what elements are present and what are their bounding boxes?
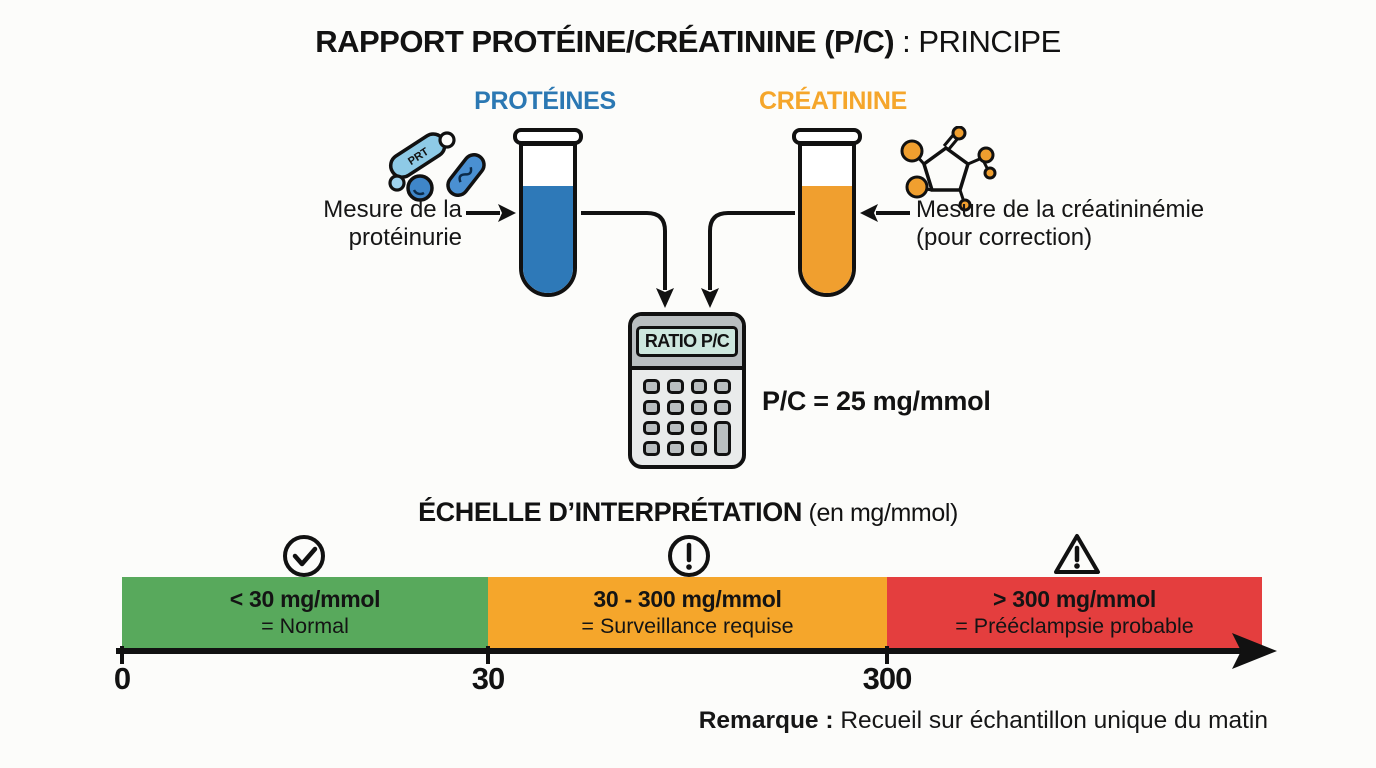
- connector-protein-to-calculator: [581, 211, 667, 290]
- creatinine-liquid: [802, 186, 852, 293]
- dark-capsule-icon: [446, 153, 486, 197]
- page-title-main: RAPPORT PROTÉINE/CRÉATININE (P/C): [315, 24, 895, 59]
- check-circle-icon: [283, 535, 325, 577]
- scale-heading-bold: ÉCHELLE D’INTERPRÉTATION: [418, 497, 802, 527]
- zone-surveillance-meaning: = Surveillance requise: [581, 613, 794, 638]
- creatinine-tube-cap: [792, 128, 862, 145]
- calculator-button-tall: [714, 420, 731, 456]
- zone-preeclampsia-range: > 300 mg/mmol: [993, 585, 1156, 612]
- protein-globule-icon: [406, 174, 434, 202]
- protein-liquid: [523, 186, 573, 293]
- zone-normal-meaning: = Normal: [261, 613, 349, 638]
- creatinine-label: CRÉATININE: [759, 87, 907, 115]
- calculator-button: [666, 441, 684, 456]
- scale-heading-unit: (en mg/mmol): [801, 499, 959, 527]
- calculator-button: [643, 379, 660, 394]
- creatininemia-annotation-line1: Mesure de la créatininémie: [916, 196, 1205, 223]
- creatininemia-annotation: Mesure de la créatininémie (pour correct…: [916, 196, 1226, 252]
- protein-tube: [519, 142, 577, 297]
- zone-surveillance-range: 30 - 300 mg/mmol: [593, 585, 782, 612]
- creatininemia-annotation-line2: (pour correction): [916, 224, 1093, 251]
- page-title-suffix: : PRINCIPE: [894, 24, 1061, 59]
- calculator-button: [666, 399, 684, 415]
- warning-triangle-icon: [1054, 534, 1100, 574]
- remark: Remarque : Recueil sur échantillon uniqu…: [699, 707, 1268, 735]
- molecule-icon: [900, 126, 997, 212]
- calculator-display-panel: RATIO P/C: [632, 316, 742, 370]
- calculator-button: [643, 399, 660, 415]
- protein-capsules-icon: PRT: [388, 131, 486, 202]
- small-bubble-icon: [438, 131, 456, 149]
- axis-tick-30: 30: [471, 661, 505, 696]
- calculator-button: [690, 379, 708, 394]
- calculator-button: [666, 379, 684, 394]
- calculator-button: [690, 441, 708, 456]
- remark-text: Recueil sur échantillon unique du matin: [833, 707, 1268, 734]
- small-protein-dot-icon: [388, 174, 406, 192]
- proteins-label: PROTÉINES: [474, 87, 616, 115]
- calculator-button: [714, 399, 731, 415]
- zone-preeclampsia-meaning: = Prééclampsie probable: [955, 613, 1194, 638]
- ratio-result-text: P/C = 25 mg/mmol: [762, 386, 991, 416]
- axis-tick-300: 300: [862, 661, 913, 696]
- zone-normal-range: < 30 mg/mmol: [229, 585, 381, 612]
- calculator-button: [690, 399, 708, 415]
- proteinuria-annotation-line2: protéinurie: [348, 224, 462, 251]
- axis-tick-0: 0: [113, 661, 131, 696]
- proteinuria-annotation: Mesure de la protéinurie: [282, 196, 462, 252]
- calculator-button: [666, 420, 684, 436]
- calculator-button: [690, 420, 708, 436]
- zone-preeclampsia: > 300 mg/mmol = Prééclampsie probable: [887, 577, 1262, 648]
- calculator-button: [643, 420, 660, 436]
- calculator-display: RATIO P/C: [635, 325, 739, 357]
- calculator: RATIO P/C: [628, 312, 746, 469]
- calculator-button: [643, 441, 660, 456]
- protein-tube-cap: [513, 128, 583, 145]
- creatinine-tube: [798, 142, 856, 297]
- calculator-button: [714, 379, 731, 394]
- zone-surveillance: 30 - 300 mg/mmol = Surveillance requise: [488, 577, 887, 648]
- proteinuria-annotation-line1: Mesure de la: [323, 196, 462, 223]
- zone-normal: < 30 mg/mmol = Normal: [122, 577, 488, 648]
- exclamation-circle-icon: [668, 535, 710, 577]
- calculator-keypad: [632, 370, 742, 465]
- page-title: RAPPORT PROTÉINE/CRÉATININE (P/C) : PRIN…: [0, 24, 1376, 60]
- remark-label: Remarque :: [698, 707, 834, 734]
- connector-creatinine-to-calculator: [708, 211, 795, 290]
- scale-heading: ÉCHELLE D’INTERPRÉTATION (en mg/mmol): [0, 497, 1376, 528]
